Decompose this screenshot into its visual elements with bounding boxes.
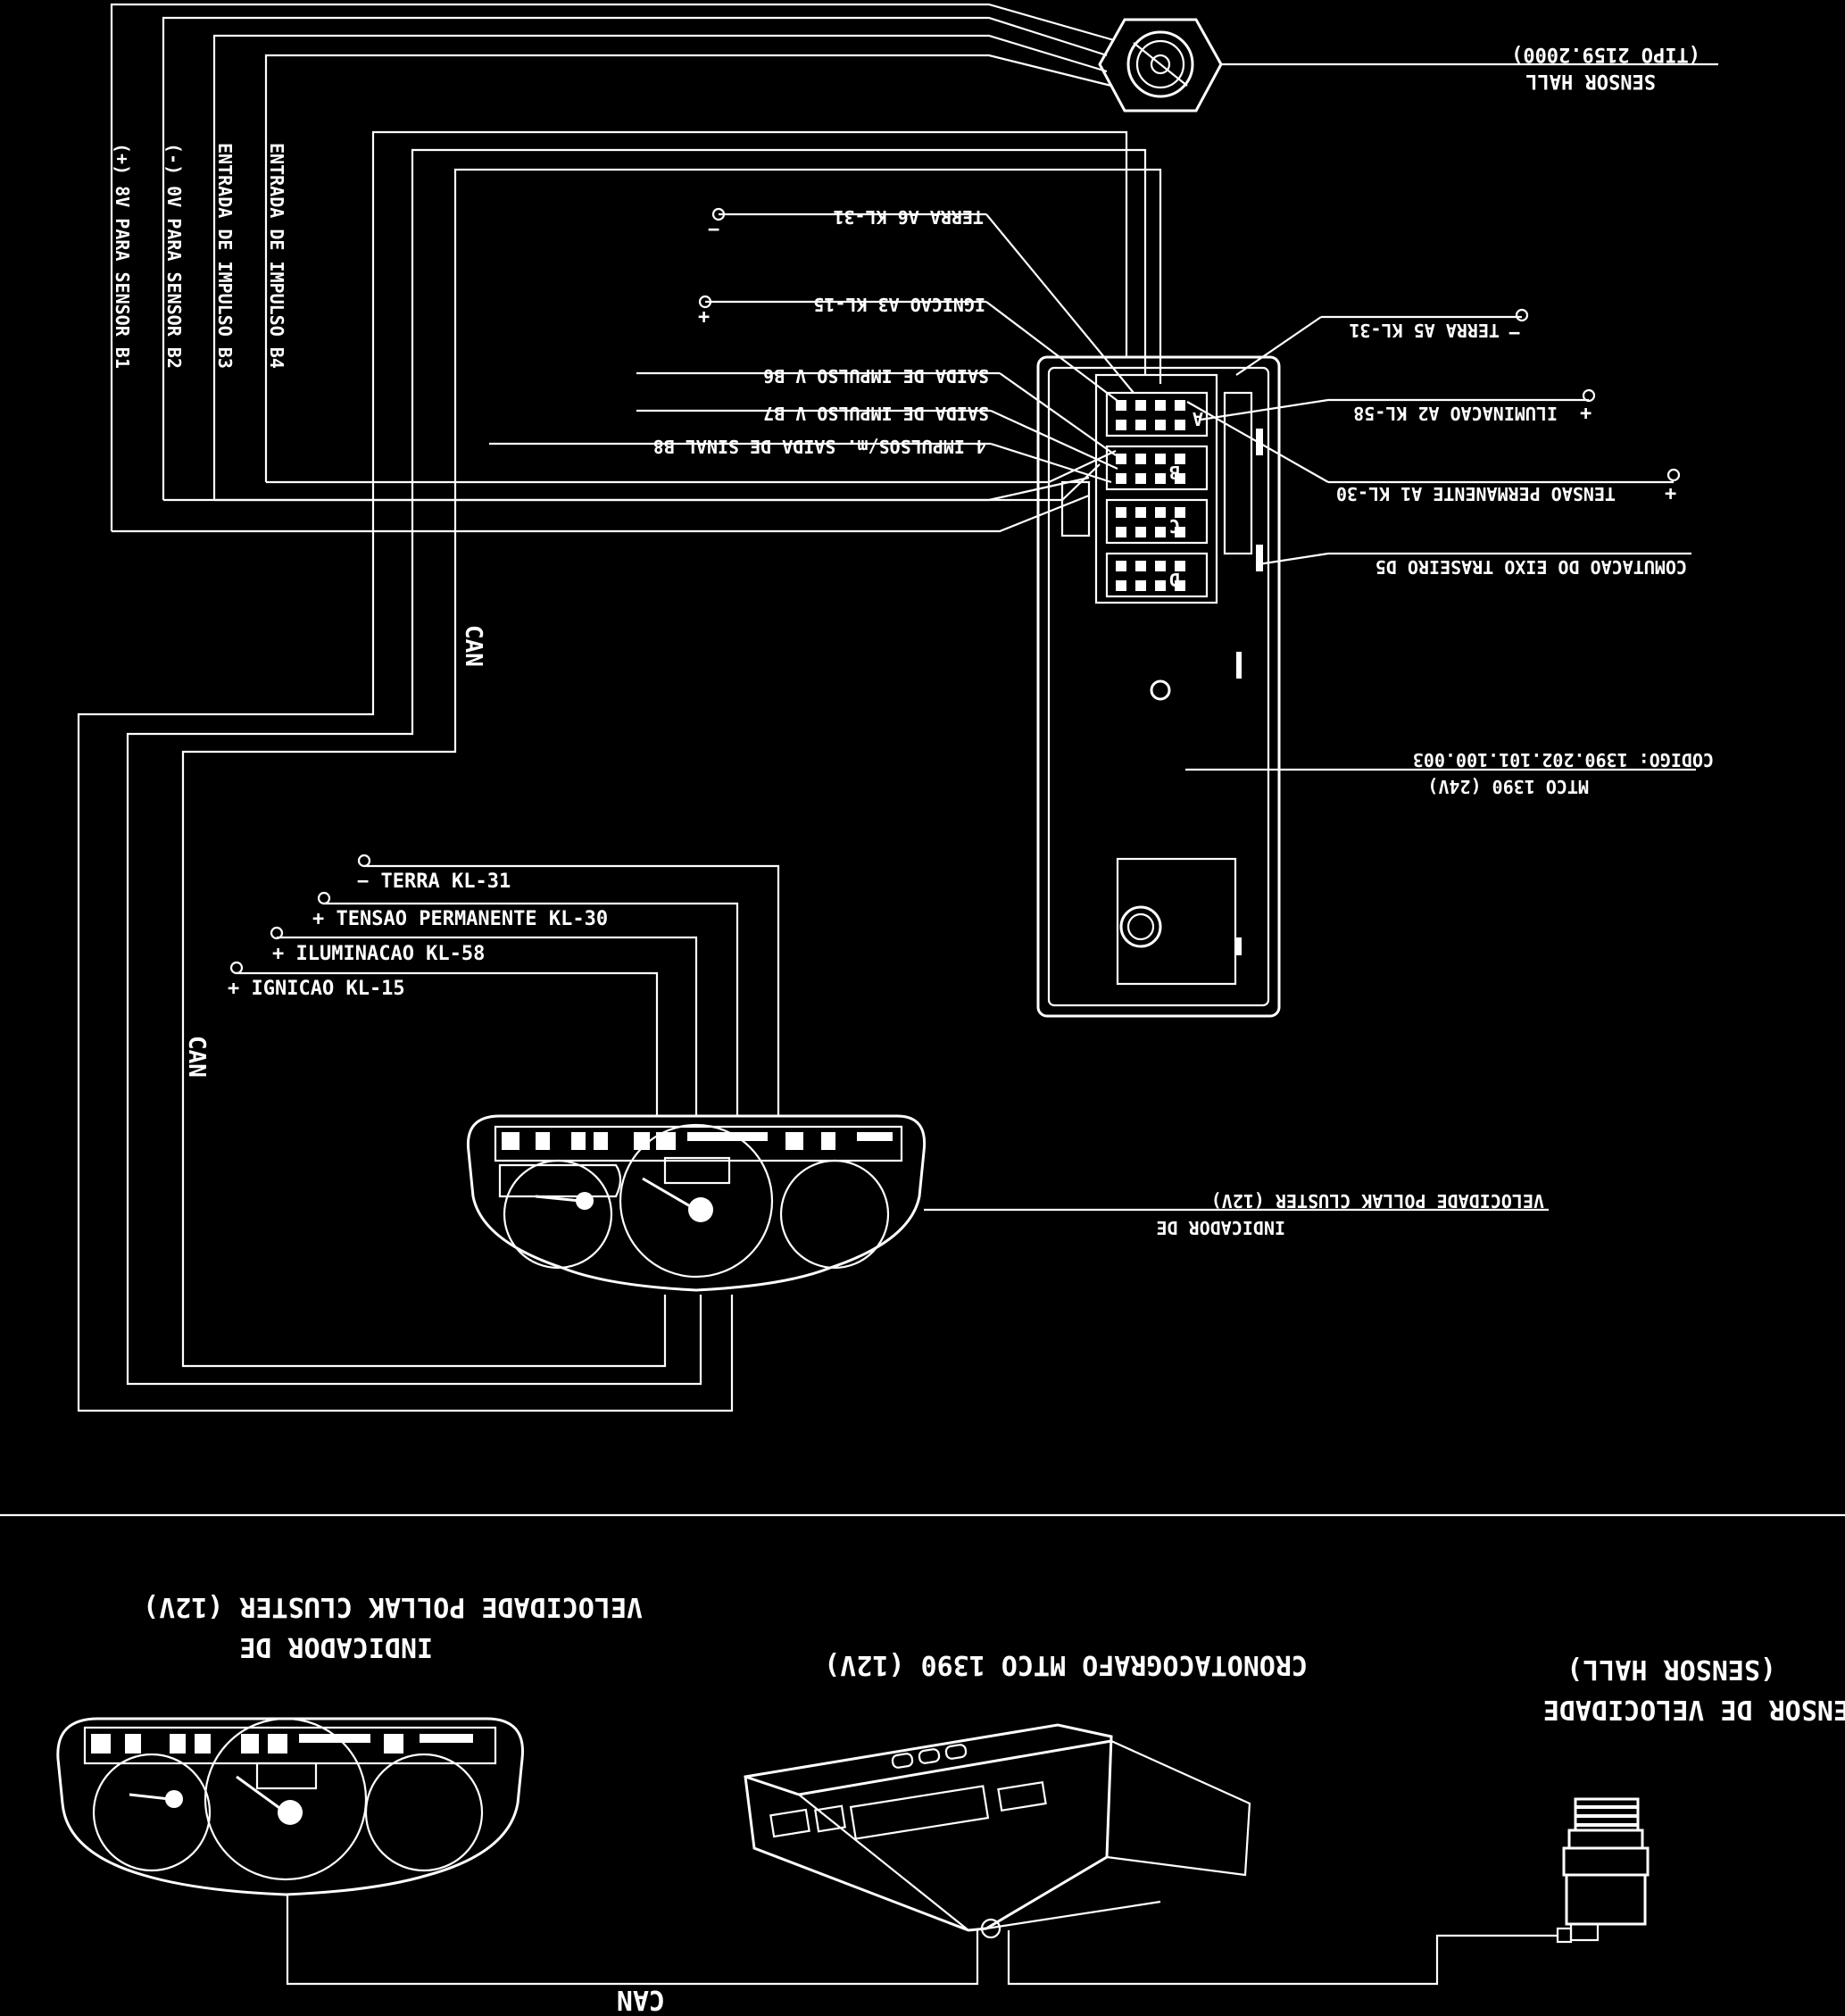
cluster-label-line1: VELOCIDADE POLLAK CLUSTER (12V) — [1211, 1190, 1544, 1212]
connector-letter-b: B — [1169, 462, 1180, 483]
connector-leaders-right — [1186, 308, 1691, 566]
bottom-tachograph-symbol — [744, 1723, 1251, 1939]
bottom-sensor-line1: (SENSOR HALL) — [1567, 1654, 1776, 1685]
sensor-input-b3: ENTRADA DE IMPULSO B3 — [214, 143, 236, 369]
bottom-can-label: CAN — [617, 1984, 665, 2012]
cluster-wire-tensao: + TENSAO PERMANENTE KL-30 — [312, 908, 608, 930]
bottom-crono: CRONOTACOGRAFO MTCO 1390 (12V) — [824, 1649, 1308, 1680]
sensor-hall-symbol — [1098, 18, 1718, 112]
label-terra-a6: TERRA A6 KL-31 — [833, 206, 984, 228]
sensor-input-labels: (+) 8V PARA SENSOR B1 (-) 0V PARA SENSOR… — [112, 143, 287, 369]
sensor-input-b2: (-) 0V PARA SENSOR B2 — [163, 143, 185, 369]
label-iluminacao-a2: ILUMINACAO A2 KL-58 — [1353, 403, 1558, 424]
minus-a6: − — [708, 219, 719, 241]
cluster-wire-terra: − TERRA KL-31 — [357, 871, 511, 893]
connector-leaders-left — [489, 207, 1134, 484]
plus-a1: + — [1665, 483, 1676, 505]
sensor-hall-type: (TIPO 2159.2000) — [1511, 43, 1700, 65]
connector-letter-d: D — [1169, 569, 1180, 590]
cluster-wire-ignicao: + IGNICAO KL-15 — [228, 978, 405, 1000]
sensor-input-b1: (+) 8V PARA SENSOR B1 — [112, 143, 133, 369]
cluster-top-symbol — [466, 1114, 1549, 1292]
can-label-upper: CAN — [460, 625, 486, 667]
sensor-hall-name: SENSOR HALL — [1525, 70, 1656, 92]
can-label-lower: CAN — [183, 1036, 210, 1078]
can-wires-top — [77, 130, 1162, 1412]
cluster-wire-iluminacao: + ILUMINACAO KL-58 — [272, 943, 485, 965]
bottom-can-bus — [286, 1895, 1558, 1986]
label-terra-a5: TERRA A5 KL-31 — [1349, 320, 1500, 341]
bottom-indicador-line2: INDICADOR DE — [239, 1631, 433, 1662]
plus-a3: + — [698, 306, 710, 329]
mtco-name: MTCO 1390 (24V) — [1427, 776, 1589, 797]
label-tensao-a1: TENSAO PERMANENTE A1 KL-30 — [1336, 483, 1616, 504]
plus-a2: + — [1580, 403, 1592, 425]
label-comutacao-d5: COMUTACAO DO EIXO TRASEIRO D5 — [1375, 556, 1687, 578]
cluster-supply-wires — [229, 854, 780, 1116]
minus-a5: − — [1508, 322, 1520, 345]
bottom-cluster-symbol — [56, 1717, 524, 1896]
mtco-codigo: CODIGO: 1390.202.101.100.003 — [1413, 749, 1714, 771]
label-saida-b7: SAIDA DE IMPULSO V B7 — [763, 403, 989, 424]
bottom-sensor-symbol — [1556, 1797, 1650, 1944]
cluster-label-line2: INDICADOR DE — [1157, 1217, 1286, 1238]
mtco-module: A B C D — [1036, 355, 1696, 1018]
label-saida-b8: 4 IMPULSOS/m. SAIDA DE SINAL B8 — [653, 436, 986, 457]
bottom-indicador-line1: VELOCIDADE POLLAK CLUSTER (12V) — [143, 1591, 643, 1622]
label-saida-b6: SAIDA DE IMPULSO V B6 — [763, 365, 989, 387]
bottom-sensor-line2: SENSOR DE VELOCIDADE — [1543, 1694, 1845, 1725]
label-ignicao-a3: IGNICAO A3 KL-15 — [813, 294, 985, 315]
connector-letter-c: C — [1169, 515, 1180, 537]
connector-letter-a: A — [1193, 408, 1203, 429]
sensor-input-b4: ENTRADA DE IMPULSO B4 — [266, 143, 287, 369]
